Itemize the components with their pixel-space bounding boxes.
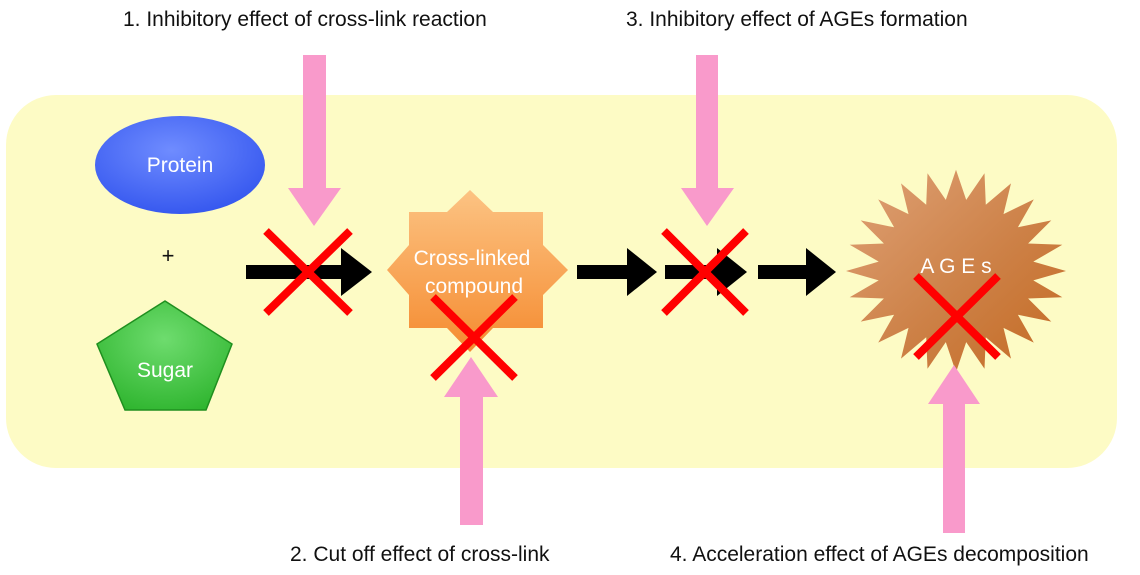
pink-arrow-4 (928, 365, 980, 533)
effect-3-label: 3. Inhibitory effect of AGEs formation (626, 8, 968, 31)
plus-sign: + (162, 243, 175, 268)
crosslinked-compound-node: Cross-linked compound (387, 190, 568, 352)
ages-node: A G E s (846, 169, 1066, 373)
sugar-pentagon (96, 300, 233, 411)
pink-arrow-1 (288, 55, 341, 226)
crosslinked-star (387, 190, 568, 352)
protein-ellipse (95, 116, 265, 214)
ages-starburst (846, 169, 1066, 373)
sugar-node: Sugar (96, 300, 233, 411)
effect-2-label: 2. Cut off effect of cross-link (290, 543, 550, 566)
sugar-label: Sugar (137, 359, 193, 382)
cross-mark-1 (263, 228, 353, 316)
background-panel (6, 95, 1117, 468)
pink-arrow-3 (681, 55, 734, 226)
crosslinked-label-line2: compound (425, 275, 523, 298)
ages-label: A G E s (920, 255, 991, 278)
cross-mark-4 (913, 273, 1001, 360)
crosslinked-label-line1: Cross-linked (414, 247, 531, 270)
protein-node: Protein (95, 116, 265, 214)
black-arrow-1 (246, 248, 372, 296)
cross-mark-2 (430, 294, 518, 381)
pink-arrow-2 (444, 357, 498, 525)
black-arrow-2 (577, 248, 657, 296)
effect-4-label: 4. Acceleration effect of AGEs decomposi… (670, 543, 1089, 566)
black-arrow-4 (758, 248, 836, 296)
cross-mark-3 (661, 228, 749, 316)
protein-label: Protein (147, 154, 214, 177)
effect-1-label: 1. Inhibitory effect of cross-link react… (123, 8, 487, 31)
